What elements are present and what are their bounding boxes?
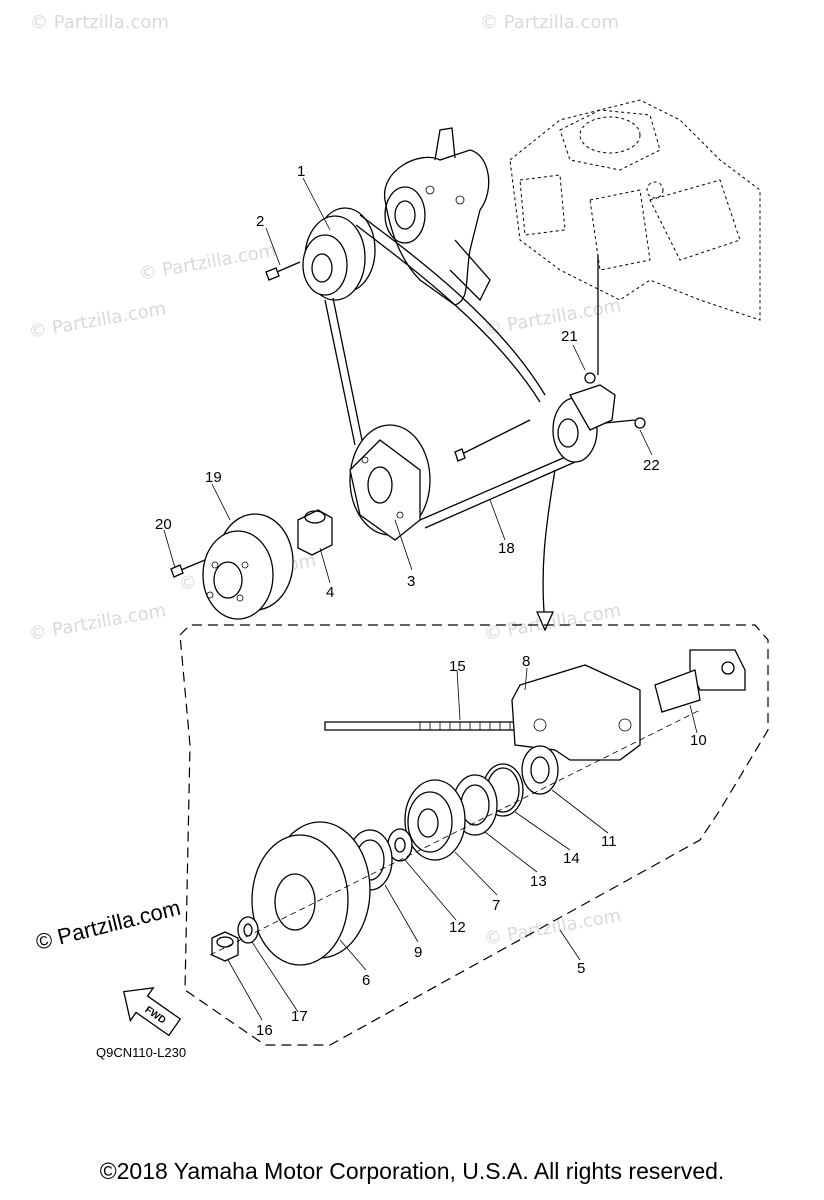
water-pump-drawing [384, 127, 491, 306]
callout-19: 19 [205, 469, 222, 486]
callout-4: 4 [326, 584, 334, 601]
bolt-2 [265, 261, 301, 281]
bolt-20 [170, 559, 206, 578]
pulley-19 [202, 513, 294, 620]
leader-arrow [535, 611, 555, 632]
pulley-1 [302, 207, 376, 301]
watermark-main: © Partzilla.com [33, 895, 183, 955]
fwd-arrow: FWD [122, 987, 182, 1037]
watermark: © Partzilla.com [482, 600, 622, 645]
copyright-notice: ©2018 Yamaha Motor Corporation, U.S.A. A… [99, 1158, 725, 1184]
bolt-4 [297, 509, 333, 556]
callout-15: 15 [449, 658, 466, 675]
callout-2: 2 [256, 213, 264, 230]
diagram-code: Q9CN110-L230 [96, 1045, 186, 1060]
callout-13: 13 [530, 873, 547, 890]
watermark: © Partzilla.com [137, 240, 277, 285]
callout-5: 5 [577, 960, 585, 977]
belt-18 [324, 214, 576, 529]
watermark: © Partzilla.com [480, 12, 619, 33]
tensioner-assembly-small [454, 255, 646, 463]
callout-22: 22 [643, 457, 660, 474]
callout-14: 14 [563, 850, 580, 867]
callout-16: 16 [256, 1022, 273, 1039]
engine-block-drawing [509, 99, 761, 321]
watermark: © Partzilla.com [482, 905, 622, 950]
callout-leaders [163, 177, 698, 1021]
callout-11: 11 [601, 833, 617, 850]
callout-21: 21 [561, 328, 578, 345]
callout-18: 18 [498, 540, 515, 557]
callout-10: 10 [690, 732, 707, 749]
callout-3: 3 [407, 573, 415, 590]
callout-7: 7 [492, 897, 500, 914]
watermark: © Partzilla.com [27, 600, 167, 645]
callout-1: 1 [297, 163, 305, 180]
watermark: © Partzilla.com [27, 298, 167, 343]
callout-17: 17 [291, 1008, 308, 1025]
callout-8: 8 [522, 653, 530, 670]
exploded-view-parts [209, 649, 746, 966]
watermark: © Partzilla.com [30, 12, 169, 33]
callout-9: 9 [414, 944, 422, 961]
callout-6: 6 [362, 972, 370, 989]
watermark: © Partzilla.com [482, 295, 622, 340]
callout-20: 20 [155, 516, 172, 533]
pulley-3 [349, 424, 431, 541]
callout-labels: 1 2 3 4 5 6 7 8 9 10 11 12 13 14 15 16 1… [155, 163, 707, 1039]
callout-12: 12 [449, 919, 466, 936]
exploded-view-frame [179, 624, 769, 1046]
leader-line [542, 469, 556, 626]
